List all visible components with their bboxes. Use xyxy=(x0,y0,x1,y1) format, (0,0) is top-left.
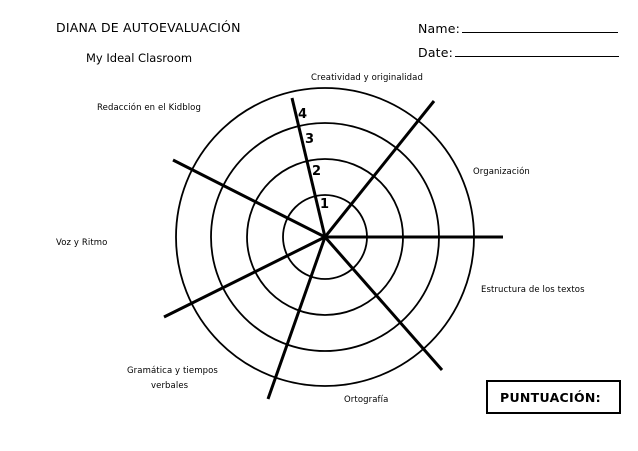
name-label: Name: xyxy=(418,21,461,36)
ring-number-1: 1 xyxy=(320,197,330,212)
name-field[interactable]: Name: xyxy=(418,21,619,36)
worksheet-subtitle: My Ideal Clasroom xyxy=(86,51,193,65)
spoke-gramatica xyxy=(266,236,327,400)
date-label: Date: xyxy=(418,45,454,60)
criterion-creatividad-label: Creatividad y originalidad xyxy=(311,73,423,83)
criterion-redaccion-label: Redacción en el Kidblog xyxy=(97,103,201,113)
criterion-estructura-label: Estructura de los textos xyxy=(481,285,585,295)
worksheet-title: DIANA DE AUTOEVALUACIÓN xyxy=(56,20,241,35)
criterion-gramatica-label: Gramática y tiempos xyxy=(127,366,218,376)
spoke-redaccion xyxy=(172,158,326,239)
score-label: PUNTUACIÓN: xyxy=(500,390,601,405)
ring-number-2: 2 xyxy=(312,164,322,179)
spoke-creatividad xyxy=(290,97,327,238)
ring-number-3: 3 xyxy=(305,132,315,147)
date-field[interactable]: Date: xyxy=(418,45,620,60)
spoke-voz-ritmo xyxy=(163,235,326,319)
ring-number-4: 4 xyxy=(298,107,308,122)
spoke-organizacion xyxy=(323,100,436,238)
date-blank-line xyxy=(455,46,620,57)
criterion-organizacion-label: Organización xyxy=(473,167,530,177)
criterion-gramatica-label-line2: verbales xyxy=(151,381,189,391)
criterion-voz-ritmo-label: Voz y Ritmo xyxy=(56,238,108,248)
criterion-ortografia-label: Ortografía xyxy=(344,395,389,405)
name-blank-line xyxy=(462,22,619,33)
spoke-ortografia xyxy=(323,236,444,371)
score-box[interactable]: PUNTUACIÓN: xyxy=(486,380,621,414)
